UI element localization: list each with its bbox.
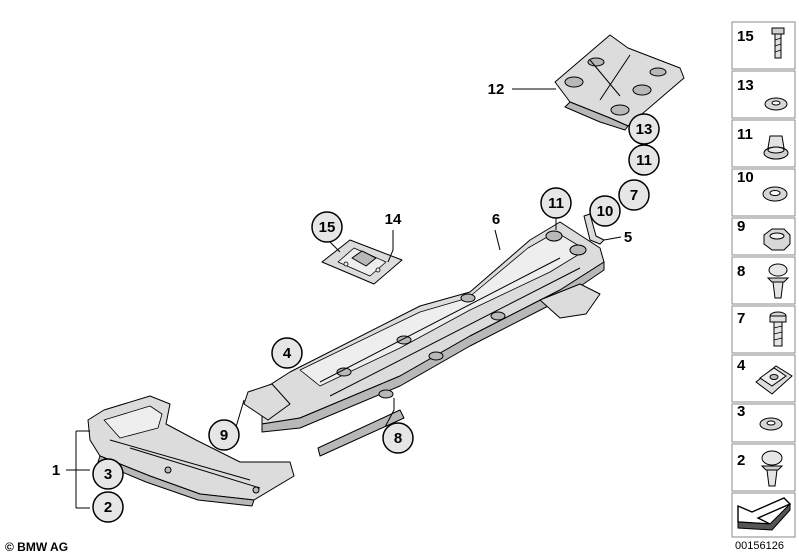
part-14-cover-plate [321, 239, 403, 285]
callout-label: 11 [548, 195, 564, 212]
callout-2[interactable]: 2 [92, 491, 124, 523]
bolt-icon [771, 27, 785, 59]
part-12-rear-shield [554, 34, 685, 131]
callout-label: 8 [394, 430, 402, 447]
legend-label: 10 [737, 169, 754, 186]
legend-label: 9 [737, 218, 745, 235]
callout-label: 10 [597, 203, 614, 220]
legend-item-13[interactable]: 13 [731, 70, 796, 119]
legend-item-3[interactable]: 3 [731, 403, 796, 443]
callout-11-lower[interactable]: 11 [540, 187, 572, 219]
hex-nut-icon [763, 228, 791, 251]
arrow-icon [737, 497, 792, 531]
callout-7[interactable]: 7 [618, 179, 650, 211]
callout-10[interactable]: 10 [589, 195, 621, 227]
leader-lines [66, 88, 622, 509]
callout-label: 3 [104, 466, 112, 483]
legend-label: 11 [737, 126, 753, 143]
callout-3[interactable]: 3 [92, 458, 124, 490]
part-6-main-underbody-panel [243, 221, 605, 457]
expanding-rivet-icon [760, 450, 784, 487]
callout-13[interactable]: 13 [628, 113, 660, 145]
callout-4[interactable]: 4 [271, 337, 303, 369]
callout-label: 9 [220, 427, 228, 444]
legend-item-8[interactable]: 8 [731, 256, 796, 305]
legend-label: 4 [737, 357, 746, 374]
legend-label: 2 [737, 452, 745, 469]
clip-nut-icon [755, 365, 793, 395]
callout-label: 7 [630, 187, 638, 204]
callout-label: 15 [319, 219, 336, 236]
washer-icon [759, 417, 783, 431]
label-12: 12 [488, 81, 505, 98]
legend-label: 13 [737, 77, 754, 94]
screw-icon [769, 311, 787, 347]
callout-9[interactable]: 9 [208, 419, 240, 451]
callout-label: 13 [636, 121, 653, 138]
legend-item-11[interactable]: 11 [731, 119, 796, 168]
legend-label: 3 [737, 403, 745, 420]
callout-8[interactable]: 8 [382, 422, 414, 454]
washer-icon [762, 186, 788, 202]
callout-15[interactable]: 15 [311, 211, 343, 243]
callout-11-upper[interactable]: 11 [628, 144, 660, 176]
legend-item-7[interactable]: 7 [731, 305, 796, 354]
legend-item-2[interactable]: 2 [731, 443, 796, 492]
legend-item-4[interactable]: 4 [731, 354, 796, 403]
arrow-cell [731, 492, 796, 538]
image-id-text: 00156126 [735, 540, 784, 552]
legend-label: 15 [737, 28, 754, 45]
copyright-text: © BMW AG [5, 540, 69, 554]
expanding-rivet-icon [766, 263, 790, 299]
legend-label: 8 [737, 263, 745, 280]
legend-item-9[interactable]: 9 [731, 217, 796, 256]
label-1: 1 [52, 462, 60, 479]
washer-icon [764, 97, 788, 111]
fastener-legend: 15 13 11 [731, 21, 796, 538]
part-1-front-shield [87, 395, 295, 507]
legend-item-15[interactable]: 15 [731, 21, 796, 70]
nut-icon [763, 135, 789, 160]
callout-label: 2 [104, 499, 112, 516]
callout-label: 11 [636, 152, 652, 169]
label-6: 6 [492, 211, 500, 228]
label-14: 14 [385, 211, 402, 228]
legend-label: 7 [737, 310, 745, 327]
callout-label: 4 [283, 345, 292, 362]
legend-item-10[interactable]: 10 [731, 168, 796, 217]
label-5: 5 [624, 229, 632, 246]
